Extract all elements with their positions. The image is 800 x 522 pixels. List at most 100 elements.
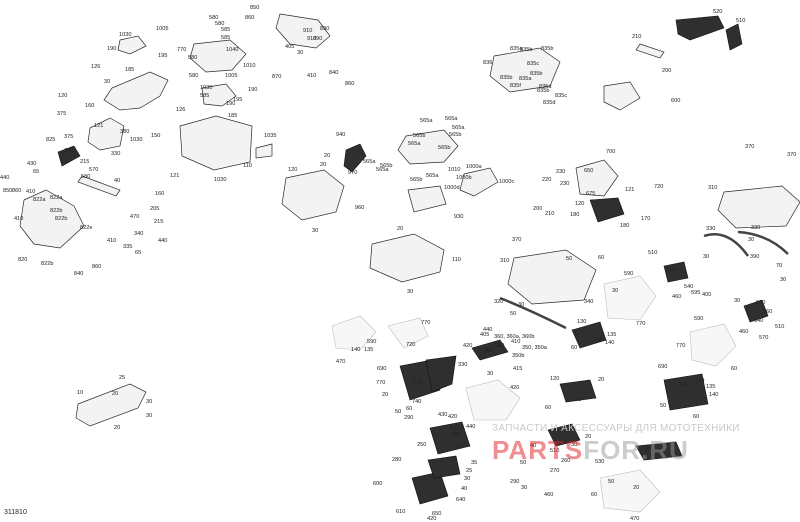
callout-label: 570 — [666, 267, 675, 273]
callout-label: 10 — [77, 390, 83, 396]
callout-label: 200 — [662, 68, 671, 74]
callout-label: 135 — [364, 347, 373, 353]
callout-label: 30 — [407, 289, 413, 295]
callout-label: 120 — [58, 93, 67, 99]
callout-label: 565b — [380, 163, 392, 169]
callout-label: 770 — [421, 320, 430, 326]
callout-label: 30 — [146, 399, 152, 405]
front-rack-part — [103, 71, 169, 111]
headlamp-housing-part — [575, 159, 619, 197]
callout-label: 30 — [464, 476, 470, 482]
callout-label: 290 — [404, 415, 413, 421]
callout-label: 510 — [550, 448, 559, 454]
callout-label: 60 — [406, 406, 412, 412]
seat-box-lid-part — [201, 83, 237, 107]
callout-label: 430 — [449, 426, 458, 432]
callout-label: 1030 — [130, 137, 142, 143]
callout-label: 130 — [679, 382, 688, 388]
callout-label: 185 — [228, 113, 237, 119]
callout-label: 30 — [518, 302, 524, 308]
foot-rest-part — [411, 471, 449, 505]
callout-label: 60 — [591, 492, 597, 498]
callout-label: 870 — [272, 74, 281, 80]
callout-label: 65 — [135, 250, 141, 256]
callout-label: 121 — [94, 123, 103, 129]
callout-label: 150 — [151, 133, 160, 139]
callout-label: 1030 — [200, 85, 212, 91]
rear-fender-part — [603, 275, 657, 321]
callout-label: 310 — [500, 258, 509, 264]
callout-label: 40 — [114, 178, 120, 184]
rear-fender-right-part — [689, 323, 737, 367]
rear-lower-fender-part — [599, 469, 661, 513]
callout-label: 835c — [555, 93, 567, 99]
callout-label: 170 — [641, 216, 650, 222]
callout-label: 822b — [41, 261, 53, 267]
callout-label: 140 — [351, 347, 360, 353]
headlamp-cover-part — [387, 317, 429, 349]
callout-label: 160 — [85, 103, 94, 109]
callout-label: 440 — [483, 327, 492, 333]
callout-label: 20 — [585, 434, 591, 440]
callout-label: 30 — [487, 371, 493, 377]
callout-label: 1000b — [456, 175, 472, 181]
callout-label: 230 — [560, 181, 569, 187]
callout-label: 822b — [50, 208, 62, 214]
callout-label: 390 — [750, 254, 759, 260]
callout-label: 1035 — [264, 133, 276, 139]
watermark-brand: PARTSFOR.RU — [492, 435, 792, 466]
callout-label: 60 — [571, 345, 577, 351]
callout-label: 390 — [495, 343, 504, 349]
callout-label: 60 — [598, 255, 604, 261]
lower-panel-part — [547, 423, 581, 447]
callout-label: 40 — [461, 486, 467, 492]
callout-label: 440 — [158, 238, 167, 244]
callout-label: 840 — [329, 70, 338, 76]
callout-label: 822a — [50, 195, 63, 201]
callout-label: 50 — [575, 397, 581, 403]
callout-label: 610 — [396, 509, 405, 515]
tray-plate-part — [559, 379, 597, 403]
front-rack-bracket-part — [117, 35, 147, 55]
callout-label: 190 — [226, 101, 235, 107]
callout-label: 720 — [654, 184, 663, 190]
seat-box-part — [179, 115, 253, 171]
front-guard-part — [275, 13, 331, 49]
callout-label: 140 — [709, 392, 718, 398]
callout-label: 470 — [630, 516, 639, 522]
callout-label: 565b — [449, 132, 461, 138]
rail-part — [499, 296, 567, 330]
callout-label: 600 — [671, 98, 680, 104]
callout-label: 135 — [706, 384, 715, 390]
callout-label: 405 — [480, 332, 489, 338]
callout-label: 135 — [607, 332, 616, 338]
callout-label: 350b — [512, 353, 524, 359]
callout-label: 565a — [420, 118, 433, 124]
callout-label: 195 — [233, 97, 242, 103]
callout-label: 580 — [188, 55, 197, 61]
callout-label: 570 — [89, 167, 98, 173]
callout-label: 835d — [539, 84, 551, 90]
rear-deck-part — [663, 373, 709, 411]
callout-label: 835b — [530, 71, 542, 77]
headlamp-bracket-part — [589, 197, 625, 223]
callout-label: 110 — [452, 257, 461, 263]
callout-label: 50 — [608, 479, 614, 485]
callout-label: 195 — [158, 53, 167, 59]
callout-label: 770 — [676, 343, 685, 349]
callout-label: 20 — [114, 425, 120, 431]
callout-label: 220 — [542, 177, 551, 183]
callout-label: 35 — [471, 460, 477, 466]
callout-label: 20 — [633, 485, 639, 491]
callout-label: 590 — [756, 300, 765, 306]
callout-label: 215 — [154, 219, 163, 225]
callout-label: 770 — [376, 380, 385, 386]
callout-label: 126 — [91, 64, 100, 70]
callout-label: 410 — [26, 189, 35, 195]
callout-label: 910 — [307, 36, 316, 42]
callout-label: 25 — [466, 468, 472, 474]
callout-label: 970 — [348, 170, 357, 176]
